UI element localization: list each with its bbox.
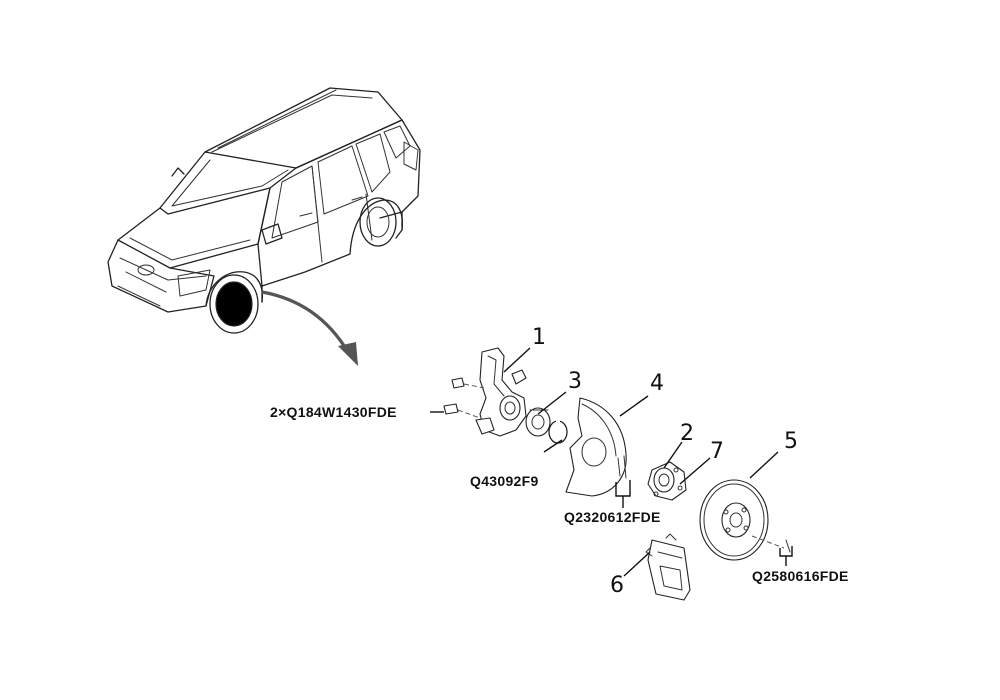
brake-disc <box>699 479 791 561</box>
wheel-bearing <box>525 407 551 437</box>
callout-5: 5 <box>784 429 798 454</box>
callout-1: 1 <box>532 325 546 350</box>
callout-4: 4 <box>650 371 664 396</box>
circlip <box>548 419 568 444</box>
callout-3: 3 <box>568 369 582 394</box>
brake-dust-shield <box>565 397 627 497</box>
label-shield-bolts: Q2320612FDE <box>564 509 661 525</box>
brake-caliper <box>645 533 691 601</box>
leader-lines <box>430 347 793 577</box>
label-knuckle-bolts: 2×Q184W1430FDE <box>270 404 397 420</box>
vehicle-suv-icon <box>107 87 421 334</box>
label-circlip: Q43092F9 <box>470 473 539 489</box>
callout-7: 7 <box>710 439 724 464</box>
steering-knuckle <box>443 347 527 437</box>
pointer-arrow-icon <box>261 290 358 366</box>
callout-2: 2 <box>680 421 694 446</box>
label-disc-screws: Q2580616FDE <box>752 568 849 584</box>
wheel-hub <box>647 461 687 501</box>
callout-6: 6 <box>610 573 624 598</box>
